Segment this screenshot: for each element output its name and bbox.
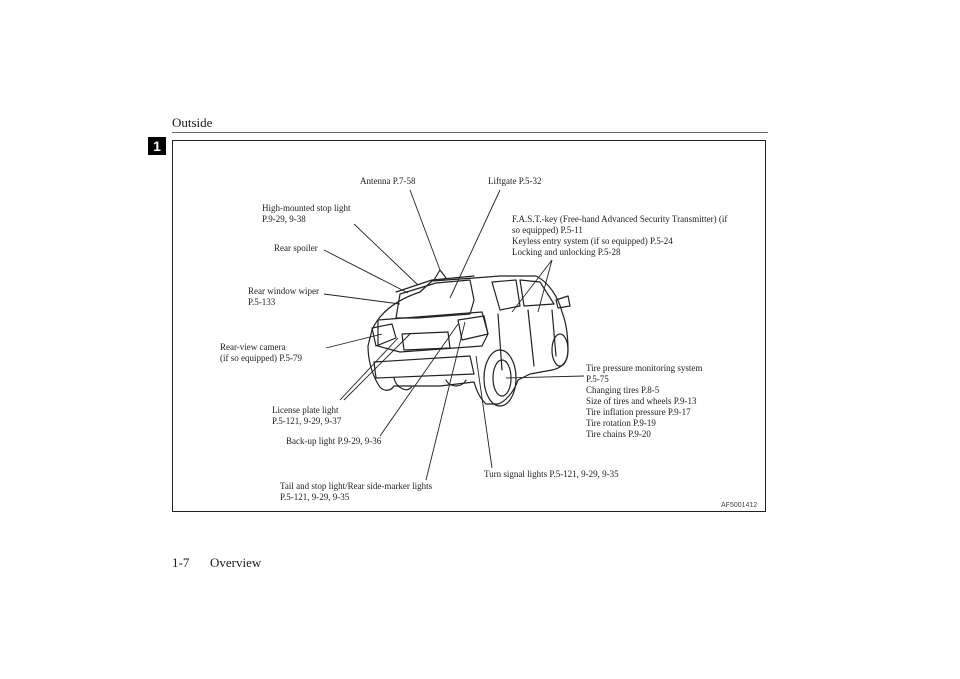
figure-id: AF5001412 xyxy=(721,502,758,509)
license-plate-recess xyxy=(401,331,451,351)
right-tail-light xyxy=(457,315,489,341)
figure-frame xyxy=(172,140,766,512)
callout-tail-stop-light: Tail and stop light/Rear side-marker lig… xyxy=(280,481,433,502)
side-mirror xyxy=(555,295,571,309)
chapter-tab[interactable]: 1 xyxy=(148,137,166,155)
liftgate-outline xyxy=(377,311,489,353)
vehicle-body-outline xyxy=(367,275,569,405)
callout-rear-window-wiper: Rear window wiper P.5-133 xyxy=(248,286,319,307)
callout-rear-view-camera: Rear-view camera (if so equipped) P.5-79 xyxy=(220,342,302,363)
callout-tire-pressure: Tire pressure monitoring system P.5-75 C… xyxy=(586,363,703,439)
callout-turn-signal-lights: Turn signal lights P.5-121, 9-29, 9-35 xyxy=(484,469,619,479)
section-title: Outside xyxy=(172,115,213,130)
rear-window xyxy=(395,279,475,319)
header-divider xyxy=(172,132,768,133)
rear-bumper xyxy=(373,355,475,379)
callout-high-mounted-stop-light: High-mounted stop light P.9-29, 9-38 xyxy=(262,203,351,224)
callout-antenna: Antenna P.7-58 xyxy=(360,176,416,186)
page-number: 1-7 xyxy=(172,555,190,570)
chapter-title: Overview xyxy=(210,555,262,570)
callout-rear-spoiler: Rear spoiler xyxy=(274,243,318,253)
callout-liftgate: Liftgate P.5-32 xyxy=(488,176,542,186)
front-wheel xyxy=(551,333,569,367)
side-window-rear xyxy=(491,279,521,311)
side-window-front xyxy=(519,279,555,307)
callout-back-up-light: Back-up light P.9-29, 9-36 xyxy=(286,436,382,446)
door-seams xyxy=(497,309,557,371)
callout-license-plate-light: License plate light P.5-121, 9-29, 9-37 xyxy=(272,405,342,426)
left-tail-light xyxy=(371,323,397,347)
callout-fast-key: F.A.S.T.-key (Free-hand Advanced Securit… xyxy=(512,214,728,257)
